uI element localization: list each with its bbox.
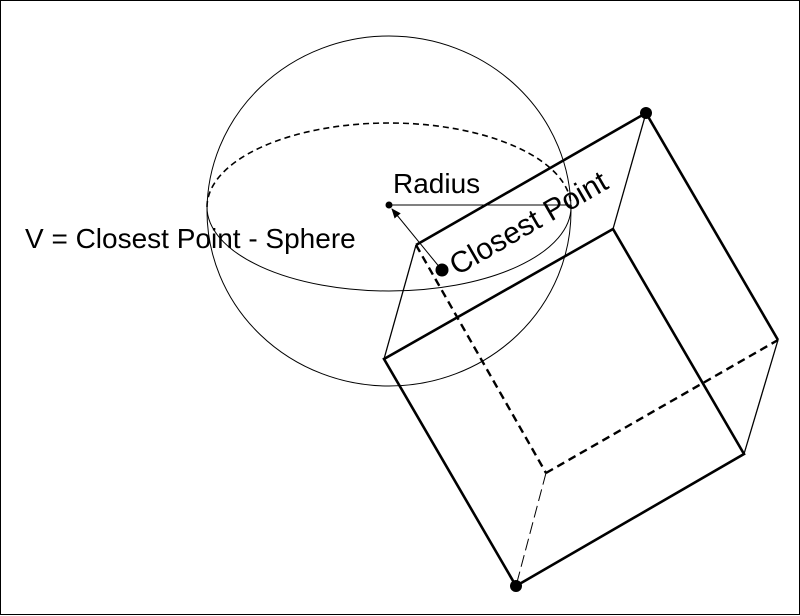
closest-point (435, 263, 449, 277)
sphere-equator-back (206, 122, 572, 208)
cube-hidden-edges (414, 244, 779, 587)
cube-hidden-edge (414, 244, 548, 474)
cube-edge (383, 244, 417, 360)
cube-front-face (382, 227, 746, 588)
cube-edge (743, 339, 779, 455)
cube-vertex-bottom (510, 580, 522, 592)
sphere-center-point (385, 201, 393, 209)
cube-vertex-top (640, 107, 652, 119)
cube-front-square (382, 227, 746, 588)
cube-connecting-edges (383, 112, 779, 455)
vector-formula-label: V = Closest Point - Sphere (25, 223, 356, 254)
cube-back-face (415, 111, 780, 341)
sphere (206, 35, 572, 387)
cube-hidden-edge (545, 338, 779, 475)
vector-v-arrow (391, 208, 442, 270)
radius-label: Radius (393, 168, 480, 199)
cube-hidden-edge (515, 472, 547, 587)
cube-edge (612, 112, 647, 230)
cube-edge (415, 111, 647, 247)
cube-edge (644, 112, 780, 341)
sphere-equator-front (206, 206, 572, 292)
